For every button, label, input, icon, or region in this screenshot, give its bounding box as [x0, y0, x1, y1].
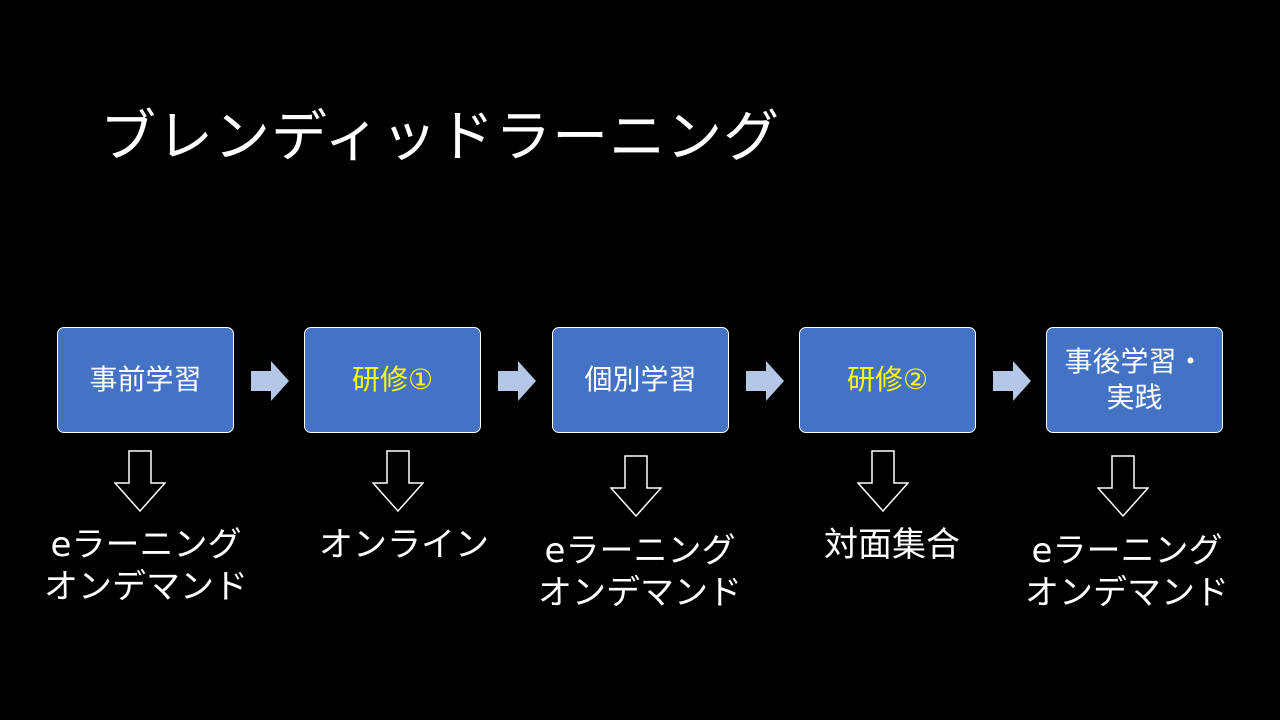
step-box-individual-learning: 個別学習 — [552, 327, 729, 433]
down-arrow-icon — [857, 450, 909, 512]
down-arrow-icon — [1097, 455, 1149, 517]
method-label-post-learning: eラーニング オンデマンド — [1025, 531, 1229, 613]
step-box-pre-learning: 事前学習 — [57, 327, 234, 433]
method-label-pre-learning: eラーニング オンデマンド — [44, 525, 248, 607]
flow-arrow-icon — [993, 361, 1031, 401]
step-box-post-learning: 事後学習・ 実践 — [1046, 327, 1223, 433]
method-label-training-2: 対面集合 — [824, 525, 960, 565]
slide-title: ブレンディッドラーニング — [100, 105, 781, 170]
method-label-individual-learning: eラーニング オンデマンド — [538, 531, 742, 613]
down-arrow-icon — [610, 455, 662, 517]
method-label-training-1: オンライン — [319, 525, 489, 565]
down-arrow-icon — [114, 450, 166, 512]
step-box-training-1: 研修① — [304, 327, 481, 433]
flow-arrow-icon — [498, 361, 536, 401]
flow-arrow-icon — [746, 361, 784, 401]
flow-arrow-icon — [251, 361, 289, 401]
down-arrow-icon — [372, 450, 424, 512]
step-box-training-2: 研修② — [799, 327, 976, 433]
